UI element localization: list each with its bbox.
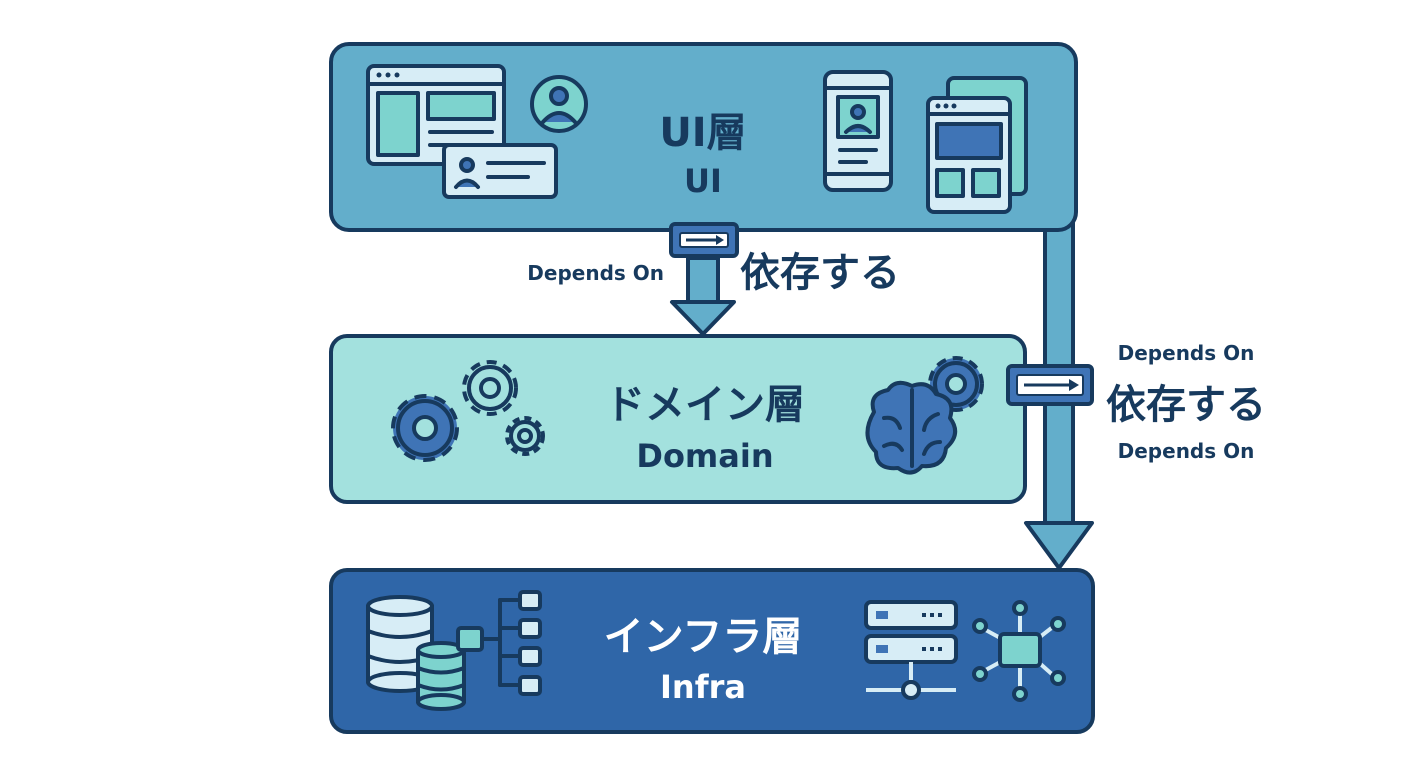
- brain-gear-icon: [865, 356, 984, 475]
- infra-layer-subtitle: Infra: [660, 668, 746, 706]
- ui-layer-title: UI層: [659, 110, 746, 156]
- ui-to-domain-label-en: Depends On: [527, 261, 664, 285]
- server-icon: [864, 600, 958, 700]
- user-avatar-icon: [530, 75, 588, 133]
- ui-layer: UI層 UI: [329, 42, 1078, 232]
- infra-layer: インフラ層 Infra: [329, 568, 1095, 734]
- database-icon: [366, 595, 466, 711]
- browser-window-icon: [366, 64, 506, 166]
- ui-to-infra-label-en-top: Depends On: [1118, 341, 1255, 365]
- network-chip-icon: [972, 600, 1066, 702]
- id-card-icon: [442, 143, 558, 199]
- hierarchy-tree-icon: [456, 590, 542, 696]
- domain-layer-title: ドメイン層: [605, 382, 805, 428]
- ui-to-infra-label-en-bottom: Depends On: [1118, 439, 1255, 463]
- ui-to-domain-arrow: Depends On 依存する: [527, 222, 900, 336]
- domain-layer: ドメイン層 Domain: [329, 334, 1027, 504]
- ui-to-infra-label-jp: 依存する: [1106, 382, 1266, 428]
- app-windows-icon: [926, 76, 1028, 214]
- infra-layer-title: インフラ層: [604, 614, 803, 660]
- gears-icon: [391, 360, 545, 462]
- mobile-phone-icon: [823, 70, 893, 192]
- domain-layer-subtitle: Domain: [636, 437, 773, 475]
- ui-to-domain-label-jp: 依存する: [740, 250, 900, 296]
- ui-layer-subtitle: UI: [684, 162, 722, 200]
- ui-to-infra-badge-group: Depends On 依存する Depends On: [1006, 341, 1266, 463]
